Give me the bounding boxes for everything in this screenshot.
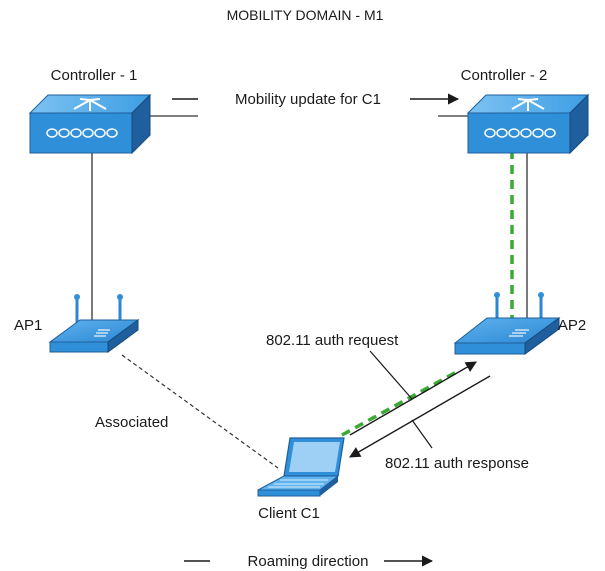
mobility-label-bg [198,104,438,126]
auth-response-arrow [349,375,491,458]
ap1-label: AP1 [14,317,42,334]
controller1-icon [28,93,152,155]
ap2-icon [453,292,561,355]
diagram-title: MOBILITY DOMAIN - M1 [227,7,384,23]
client-ap2-dashed-line [341,368,461,437]
ap2-label: AP2 [558,317,586,334]
controller2-icon [466,93,590,155]
auth-response-label: 802.11 auth response [385,455,529,472]
client-label: Client C1 [258,505,320,522]
controller2-label: Controller - 2 [461,67,548,84]
auth-request-leader [369,350,413,400]
associated-label: Associated [95,414,168,431]
associated-dashed-line [121,354,279,469]
auth-request-arrow [349,361,477,436]
mobility-update-label: Mobility update for C1 [235,91,381,108]
auth-response-leader [411,419,433,449]
ap1-icon [48,294,140,353]
auth-request-label: 802.11 auth request [266,332,399,349]
controller1-label: Controller - 1 [51,67,138,84]
roaming-direction-label: Roaming direction [248,553,369,570]
laptop-icon [257,437,345,497]
